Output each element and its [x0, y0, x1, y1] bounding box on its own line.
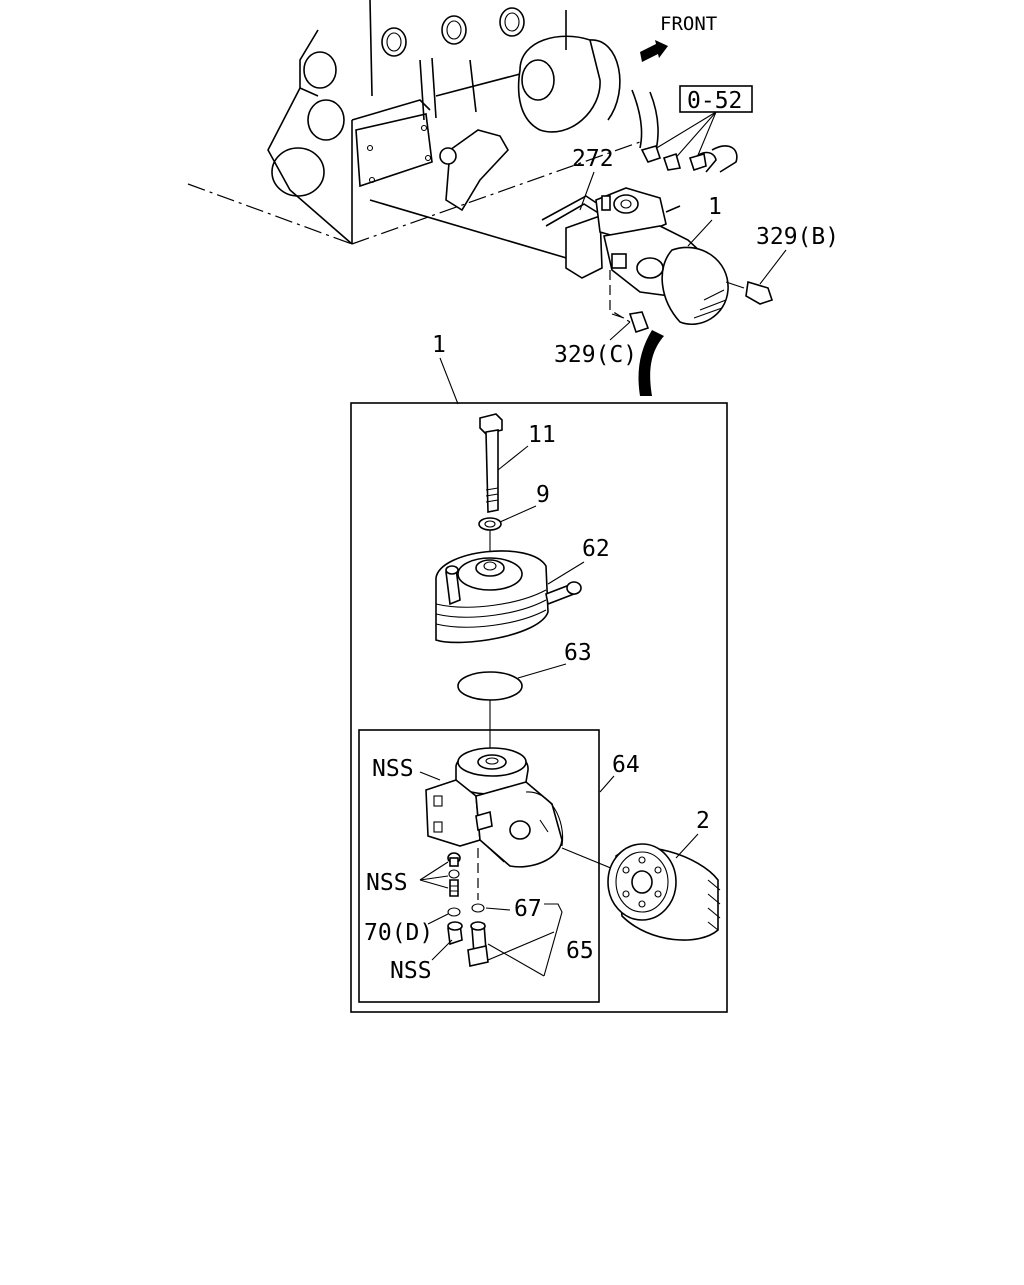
part-62-oil-cooler: 62 — [435, 536, 610, 644]
part-63-o-ring: 63 — [457, 640, 592, 752]
label-11: 11 — [528, 422, 556, 448]
label-nss-c: NSS — [390, 958, 432, 984]
reference-callout: 0-52 — [640, 85, 753, 172]
exploded-view-frame — [350, 402, 728, 1013]
label-2: 2 — [696, 808, 710, 834]
housing-assembly-frame — [358, 729, 600, 1003]
label-64: 64 — [612, 752, 640, 778]
label-63: 63 — [564, 640, 592, 666]
label-1-top: 1 — [708, 194, 722, 220]
filter-assembly-installed — [369, 187, 774, 396]
part-11-bolt: 11 — [479, 413, 556, 513]
label-272: 272 — [572, 146, 614, 172]
part-9-washer: 9 — [478, 482, 550, 556]
part-2-oil-filter: 2 — [607, 808, 721, 941]
label-329c: 329(C) — [554, 342, 637, 368]
label-nss-a: NSS — [372, 756, 414, 782]
label-70d: 70(D) — [364, 920, 433, 946]
label-65: 65 — [566, 938, 594, 964]
reference-box-label: 0-52 — [687, 88, 742, 114]
label-1-box: 1 — [432, 332, 446, 358]
label-9: 9 — [536, 482, 550, 508]
label-62: 62 — [582, 536, 610, 562]
engine-block — [187, 0, 738, 245]
front-arrow-icon — [640, 40, 668, 62]
label-67: 67 — [514, 896, 542, 922]
top-callouts: 272 1 329(B) 329(C) — [554, 146, 839, 368]
front-indicator: FRONT — [640, 13, 717, 62]
label-329b: 329(B) — [756, 224, 839, 250]
front-label: FRONT — [660, 13, 717, 35]
label-nss-b: NSS — [366, 870, 408, 896]
part-64-housing-assembly: 64 NSS NSS — [358, 729, 641, 1003]
exploded-view: 1 11 9 — [350, 332, 728, 1013]
